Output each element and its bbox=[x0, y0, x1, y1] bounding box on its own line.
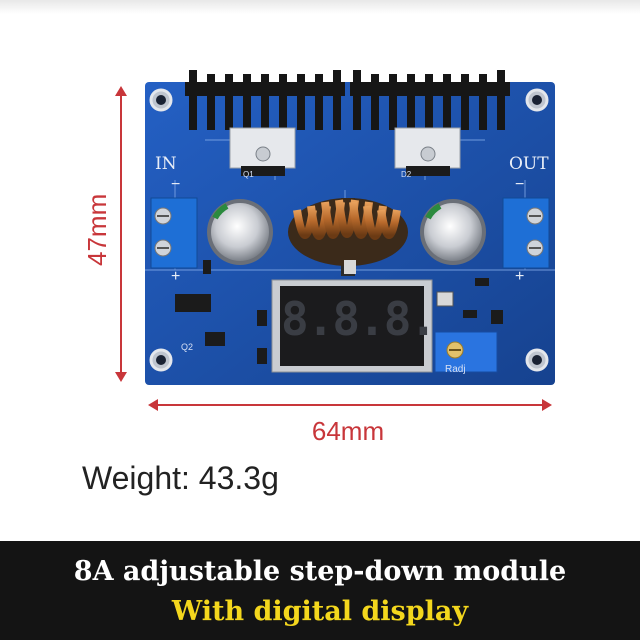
plus-right-label: + bbox=[515, 268, 525, 285]
smd-pot-small bbox=[436, 291, 454, 307]
mounting-holes bbox=[149, 88, 549, 372]
height-dimension-arrow bbox=[115, 86, 127, 382]
smd-components bbox=[175, 260, 503, 364]
arrow-right-icon bbox=[542, 399, 552, 411]
heatsink-right bbox=[350, 70, 510, 130]
out-label: OUT bbox=[509, 154, 549, 174]
d2-label: D2 bbox=[401, 170, 412, 179]
weight-text: Weight: 43.3g bbox=[82, 460, 279, 496]
arrow-left-icon bbox=[148, 399, 158, 411]
capacitor-left bbox=[207, 199, 273, 265]
diode-d2 bbox=[394, 127, 461, 176]
output-terminal bbox=[502, 197, 550, 269]
arrow-up-icon bbox=[115, 86, 127, 96]
dimension-line bbox=[156, 404, 544, 406]
seven-segment-display bbox=[271, 279, 433, 373]
transistor-q1 bbox=[229, 127, 296, 176]
width-dimension-arrow bbox=[148, 399, 552, 411]
arrow-down-icon bbox=[115, 372, 127, 382]
module-photo: IN OUT Q1 D2 Q2 Radj + + − − 8.8.8. bbox=[145, 70, 555, 385]
capacitor-right bbox=[420, 199, 486, 265]
q1-label: Q1 bbox=[243, 170, 254, 179]
plus-left-label: + bbox=[171, 268, 181, 285]
caption-line-2: With digital display bbox=[171, 596, 469, 627]
display-digits: 8.8.8. bbox=[281, 292, 437, 346]
width-label: 64mm bbox=[311, 416, 385, 446]
minus-right-label: − bbox=[515, 176, 525, 193]
height-label: 47mm bbox=[82, 193, 112, 266]
radj-trimpot bbox=[434, 331, 498, 373]
q2-label: Q2 bbox=[181, 342, 194, 352]
input-terminal bbox=[150, 197, 198, 269]
minus-left-label: − bbox=[171, 176, 181, 193]
caption-banner: 8A adjustable step-down module With digi… bbox=[0, 541, 640, 640]
dimension-line bbox=[120, 92, 122, 376]
heatsink-left bbox=[185, 70, 345, 130]
in-label: IN bbox=[155, 154, 177, 174]
radj-label: Radj bbox=[445, 364, 466, 375]
pcb-board bbox=[145, 70, 555, 385]
inductor-coil bbox=[288, 198, 408, 276]
caption-line-1: 8A adjustable step-down module bbox=[73, 556, 567, 587]
top-fade bbox=[0, 0, 640, 14]
